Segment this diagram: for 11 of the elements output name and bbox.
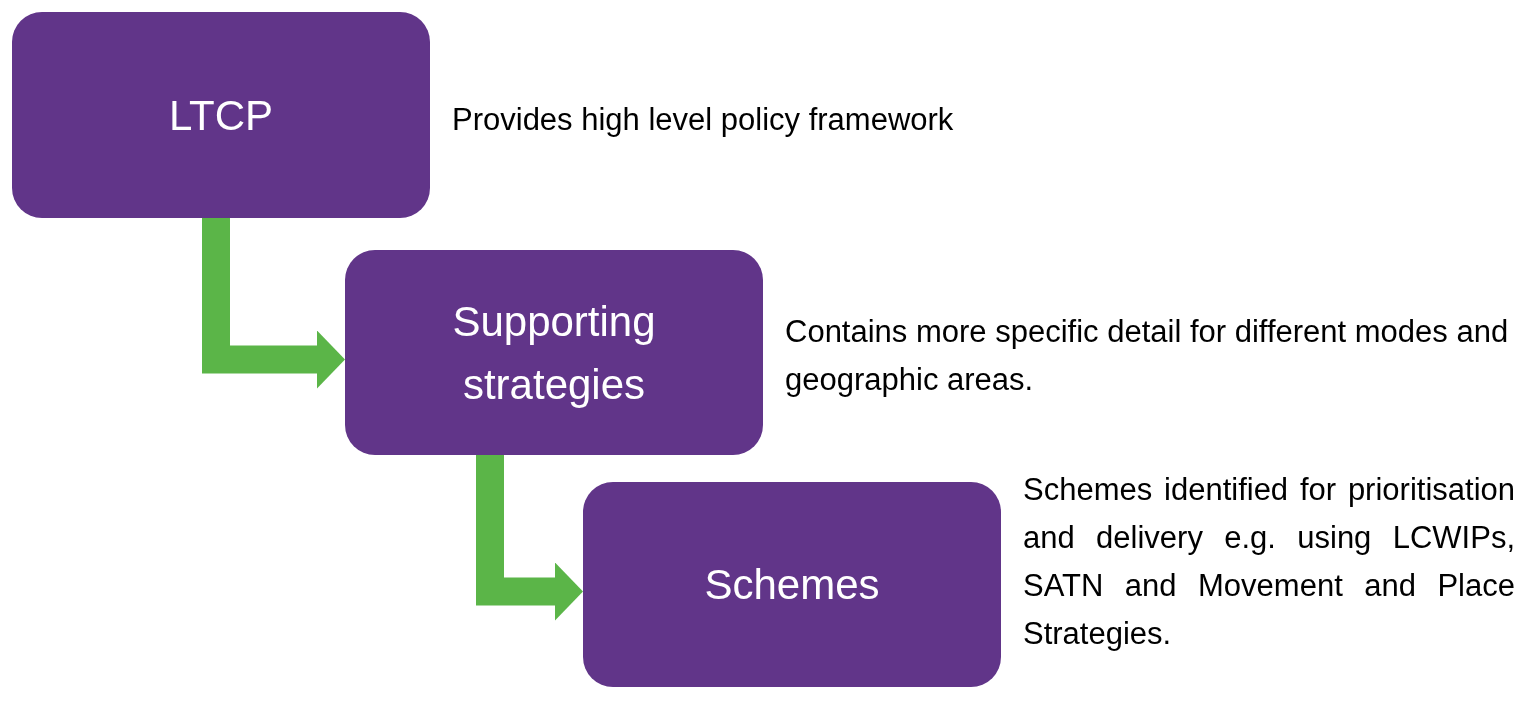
process-box bbox=[12, 12, 430, 218]
process-box bbox=[583, 482, 1001, 687]
process-box bbox=[345, 250, 763, 455]
bent-arrow bbox=[476, 455, 583, 621]
box-title: Supporting strategies bbox=[451, 296, 657, 410]
description-text: Provides high level policy framework bbox=[452, 101, 955, 139]
description-text: Contains more specific detail for different modes and geographic areas. bbox=[785, 313, 1510, 399]
description-text: Schemes identified for prioritisation and delivery e.g. using LCWIPs, SATN and Movement and Place Strategies. bbox=[1023, 471, 1515, 653]
box-title: Schemes bbox=[704, 560, 880, 610]
box-title: LTCP bbox=[168, 90, 274, 141]
bent-arrow bbox=[202, 218, 345, 389]
